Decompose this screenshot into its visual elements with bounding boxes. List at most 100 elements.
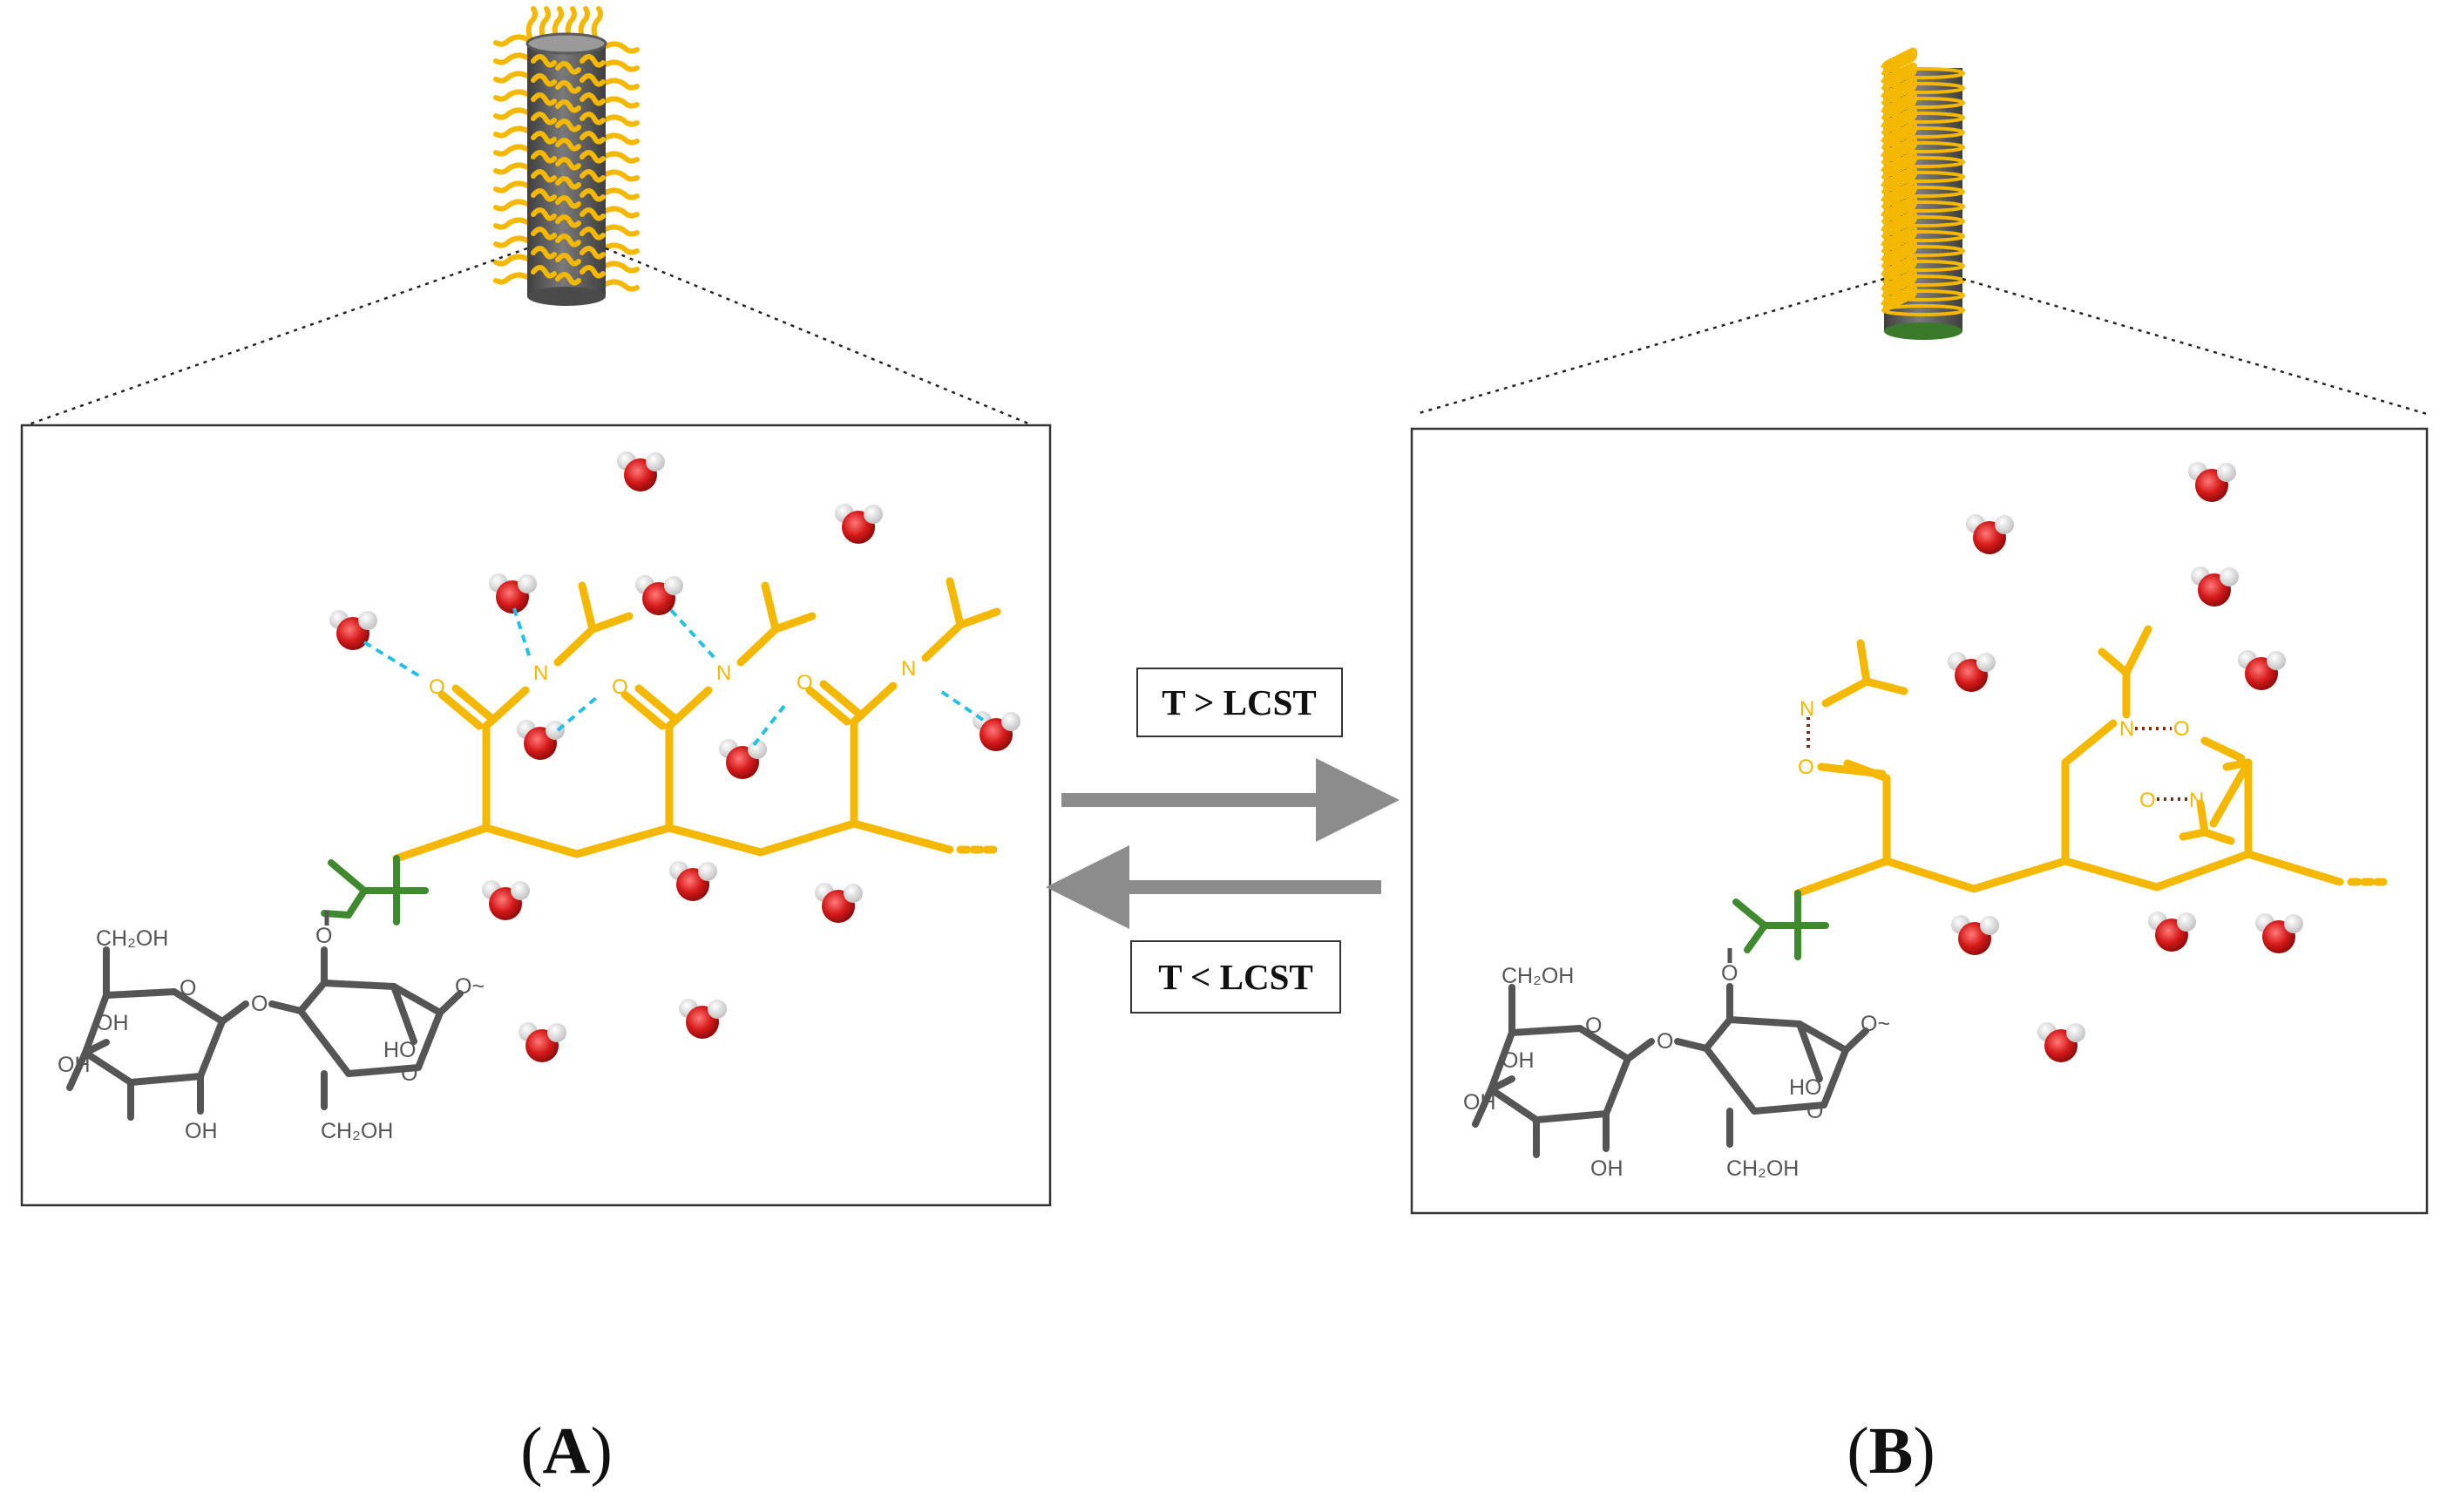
- polymer-strand: [531, 207, 557, 221]
- polymer-strand: [493, 272, 530, 285]
- svg-text:O~: O~: [455, 974, 485, 999]
- polymer-coil-ring: [1881, 97, 1965, 109]
- polymer-strand: [1881, 136, 1918, 163]
- disaccharide-b: CH₂OH OH OH O OH O O HO O O~ CH₂OH: [1463, 961, 1890, 1181]
- polymer-strand: [580, 246, 606, 260]
- polymer-strand: [603, 78, 640, 91]
- polymer-strand: [493, 125, 530, 139]
- polymer-strand: [580, 150, 606, 164]
- svg-text:O: O: [2139, 789, 2156, 812]
- polymer-strand: [1881, 240, 1918, 267]
- svg-text:O: O: [251, 992, 268, 1016]
- condition-box-forward: [1136, 668, 1343, 737]
- svg-text:OH: OH: [1590, 1156, 1623, 1181]
- polymer-strand: [1881, 269, 1918, 296]
- polymer-strand: [603, 151, 640, 164]
- svg-text:N: N: [716, 661, 731, 685]
- polymer-strand: [580, 54, 606, 68]
- polymer-strand: [493, 34, 530, 47]
- polymer-strand: [531, 92, 557, 106]
- polymer-strand: [531, 54, 557, 68]
- svg-text:O: O: [401, 1061, 417, 1086]
- polymer-strand: [603, 261, 640, 274]
- polymer-strand: [525, 6, 538, 39]
- svg-text:HO: HO: [1789, 1075, 1822, 1100]
- svg-text:O: O: [612, 675, 628, 699]
- intramolecular-hydrogen-bonds: [1806, 717, 2189, 801]
- svg-text:O: O: [429, 675, 445, 699]
- svg-text:O: O: [180, 976, 196, 1000]
- polymer-strand: [493, 254, 530, 267]
- polymer-strand: [1881, 151, 1918, 178]
- polymer-strand: [493, 52, 530, 65]
- polymer-strand: [603, 96, 640, 109]
- polymer-strand: [493, 89, 530, 102]
- polymer-strand: [493, 144, 530, 157]
- polymer-strand: [580, 188, 606, 202]
- polymer-strand: [1881, 47, 1918, 74]
- polymer-strand: [531, 112, 557, 125]
- polymer-strand: [1881, 106, 1918, 133]
- panel-b: N O N O O N: [1410, 47, 2429, 1488]
- svg-text:O: O: [1721, 961, 1738, 986]
- polymer-strand: [1881, 284, 1918, 311]
- polymer-strand: [493, 199, 530, 212]
- polymer-strand: [531, 265, 557, 279]
- polymer-strand: [1881, 210, 1918, 237]
- panel-b-frame: [1410, 427, 2429, 1215]
- polymer-strand: [603, 169, 640, 182]
- polymer-strand: [531, 150, 557, 164]
- svg-text:O: O: [2173, 717, 2190, 741]
- polymer-coil-ring: [1881, 186, 1965, 198]
- svg-text:HO: HO: [383, 1038, 417, 1062]
- svg-text:O: O: [315, 924, 332, 948]
- panel-label-a: (A): [520, 1414, 613, 1488]
- polymer-strand: [539, 6, 551, 39]
- svg-text:OH: OH: [58, 1053, 91, 1077]
- polymer-strand: [580, 169, 606, 183]
- polymer-coil-ring: [1881, 67, 1965, 79]
- polymer-strand: [1881, 62, 1918, 89]
- svg-text:N: N: [2189, 789, 2204, 812]
- polymer-coil-ring: [1881, 126, 1965, 139]
- polymer-strand: [603, 279, 640, 292]
- polymer-coil-ring: [1881, 215, 1965, 227]
- polymer-strand: [555, 195, 581, 209]
- polymer-strand: [580, 207, 606, 221]
- pnipam-chain-b: [1793, 625, 2388, 898]
- condition-forward: T > LCST: [1162, 682, 1317, 722]
- polymer-strand: [603, 206, 640, 219]
- polymer-strand: [555, 234, 581, 247]
- polymer-strand: [580, 92, 606, 106]
- polymer-strand: [493, 217, 530, 230]
- polymer-strand: [555, 157, 581, 171]
- polymer-strand: [531, 73, 557, 87]
- svg-text:N: N: [2119, 717, 2134, 741]
- polymer-coil-ring: [1881, 289, 1965, 302]
- polymer-strand: [555, 176, 581, 190]
- polymer-strand: [580, 73, 606, 87]
- svg-text:O: O: [1798, 756, 1814, 779]
- polymer-strand: [531, 131, 557, 145]
- polymer-strand: [531, 246, 557, 260]
- svg-text:CH₂OH: CH₂OH: [321, 1119, 393, 1143]
- polymer-strand: [603, 114, 640, 127]
- polymer-strand: [555, 99, 581, 113]
- polymer-strand: [555, 119, 581, 132]
- polymer-strand: [1881, 254, 1918, 281]
- polymer-strand: [580, 131, 606, 145]
- polymer-strand: [1881, 166, 1918, 193]
- zoom-lines-b: [1415, 277, 2428, 416]
- svg-text:O: O: [1585, 1014, 1602, 1038]
- polymer-strand: [493, 180, 530, 193]
- polymer-coil-ring: [1881, 200, 1965, 213]
- polymer-strand: [565, 6, 577, 39]
- polymer-coil-ring: [1881, 230, 1965, 242]
- polymer-strand: [1881, 92, 1918, 119]
- chain-atom-labels-a: O N O N O N: [429, 657, 916, 699]
- polymer-strand: [1881, 180, 1918, 207]
- polymer-strand: [603, 224, 640, 237]
- polymer-coil-ring: [1881, 245, 1965, 257]
- svg-text:N: N: [901, 657, 916, 681]
